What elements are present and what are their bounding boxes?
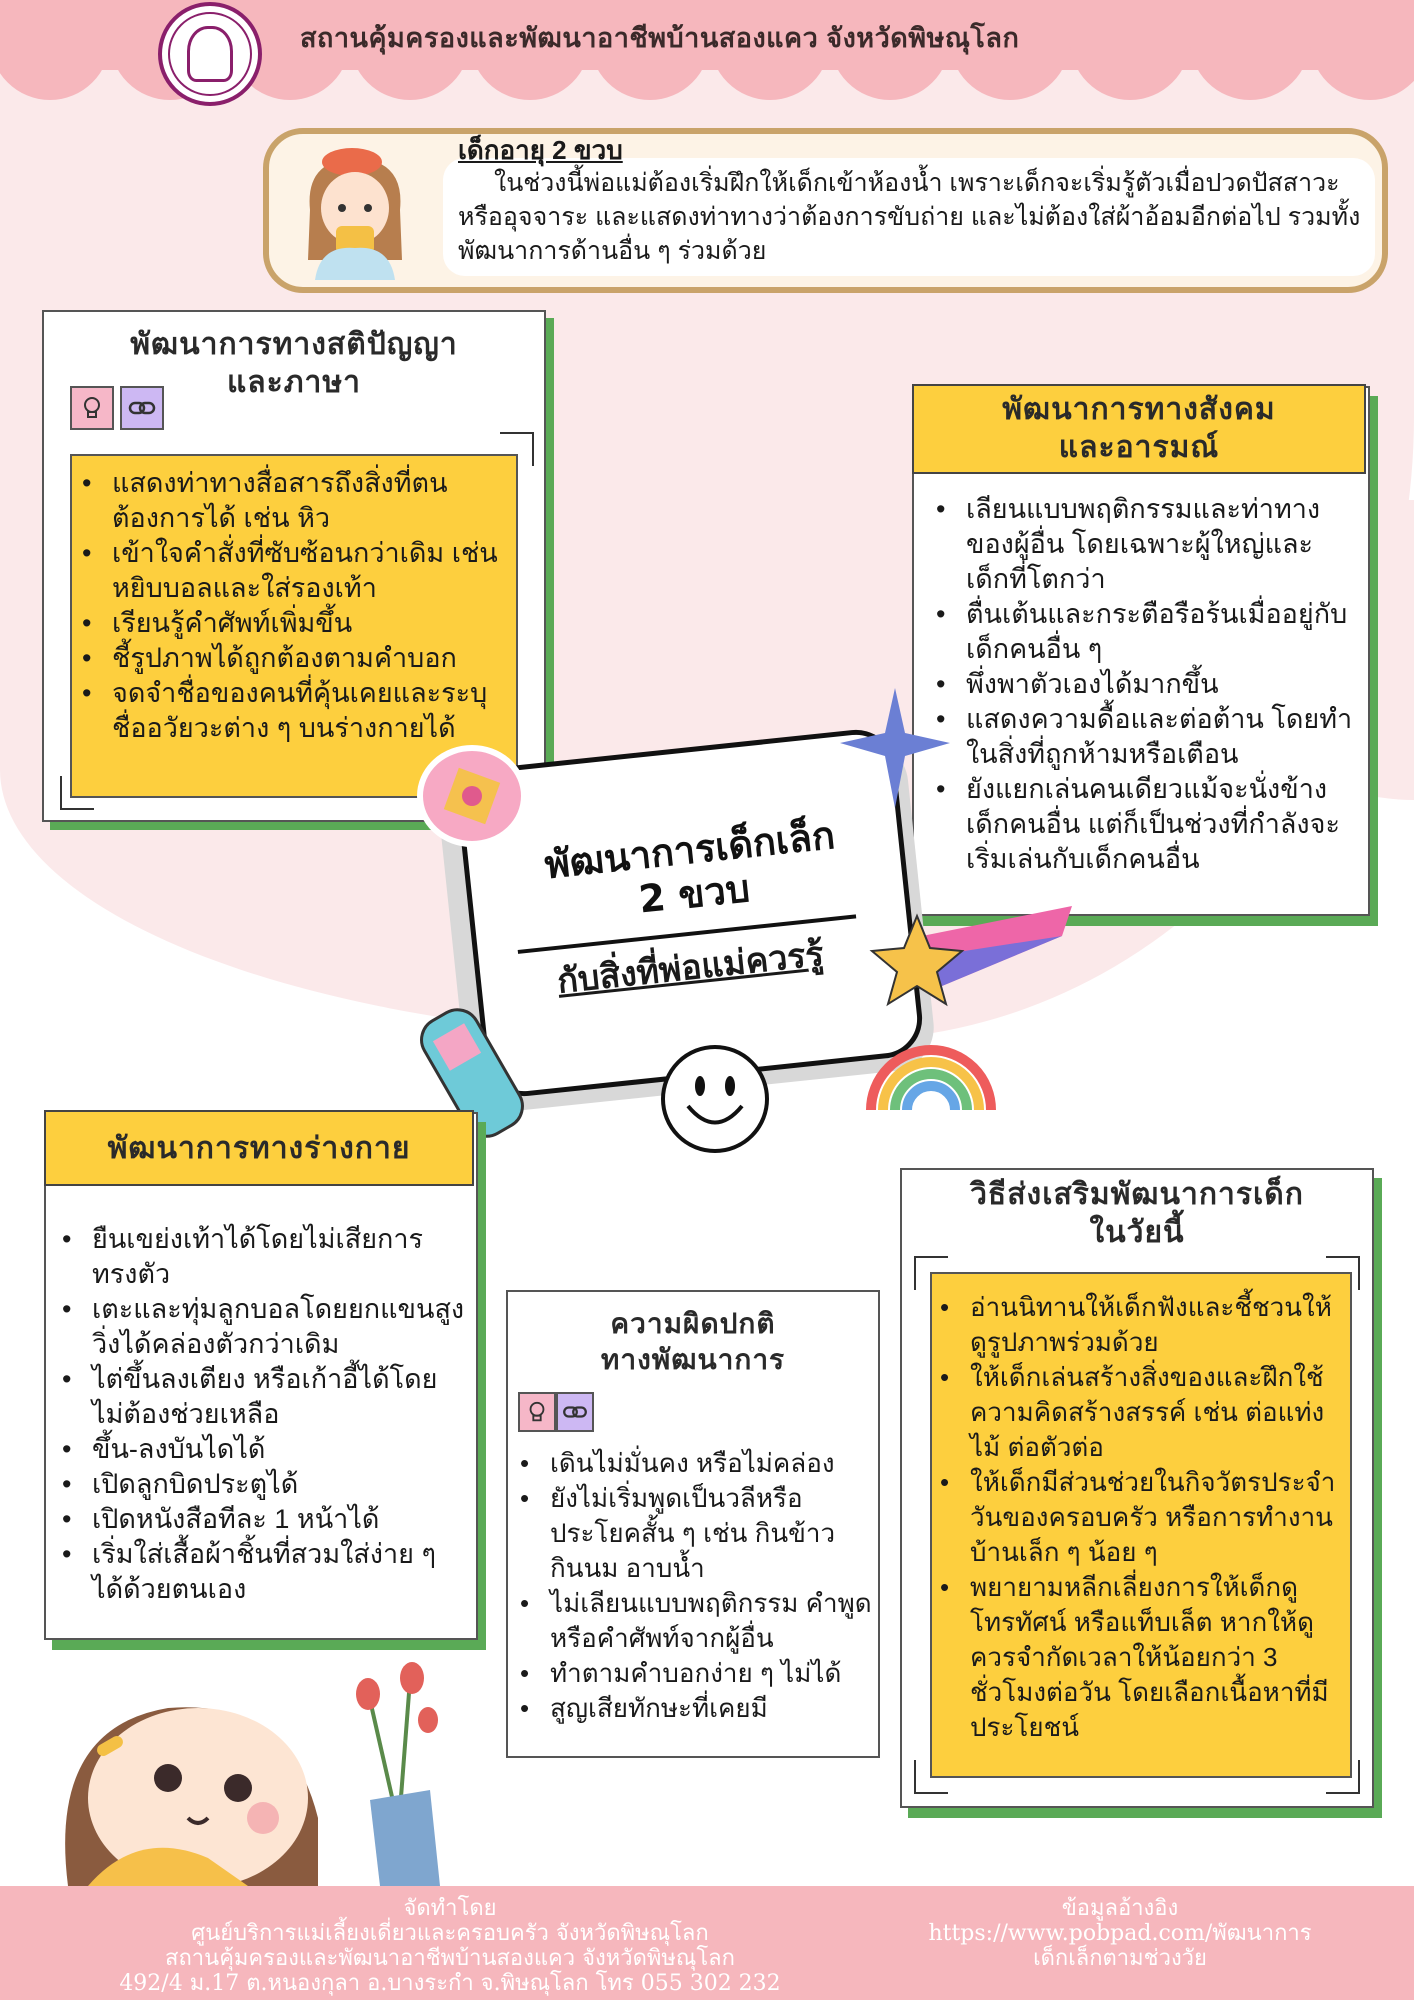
- footer-reference-url[interactable]: https://www.pobpad.com/พัฒนาการ: [928, 1921, 1312, 1946]
- list-item: ให้เด็กเล่นสร้างสิ่งของและฝึกใช้ความคิดส…: [934, 1360, 1344, 1465]
- tamagotchi-sticker-icon: [412, 738, 542, 848]
- footer-credits-org2: สถานคุ้มครองและพัฒนาอาชีพบ้านสองแคว จังห…: [165, 1946, 735, 1971]
- abnormal-card-title: ความผิดปกติ ทางพัฒนาการ: [516, 1306, 870, 1378]
- social-list: เลียนแบบพฤติกรรมและท่าทางของผู้อื่น โดยเ…: [930, 492, 1354, 877]
- intro-text: ในช่วงนี้พ่อแม่ต้องเริ่มฝึกให้เด็กเข้าห้…: [458, 169, 1361, 265]
- list-item: เปิดลูกบิดประตูได้: [56, 1467, 466, 1502]
- social-card-title: พัฒนาการทางสังคม และอารมณ์: [1002, 391, 1275, 467]
- list-item: ยังไม่เริ่มพูดเป็นวลีหรือประโยคสั้น ๆ เช…: [514, 1481, 874, 1586]
- corner-mark: [1326, 1256, 1360, 1290]
- social-card-header: พัฒนาการทางสังคม และอารมณ์: [912, 384, 1366, 474]
- cognitive-card-title: พัฒนาการทางสติปัญญา และภาษา: [60, 326, 528, 402]
- corner-mark: [60, 776, 94, 810]
- header-scallops: [0, 40, 1414, 100]
- organization-seal-logo: [158, 2, 262, 106]
- footer-reference-label: ข้อมูลอ้างอิง: [1061, 1896, 1179, 1921]
- lightbulb-icon: [518, 1392, 556, 1432]
- corner-mark: [914, 1760, 948, 1794]
- list-item: จดจำชื่อของคนที่คุ้นเคยและระบุชื่ออวัยวะ…: [76, 676, 506, 746]
- link-icon: [556, 1392, 594, 1432]
- list-item: ยืนเขย่งเท้าได้โดยไม่เสียการทรงตัว: [56, 1222, 466, 1292]
- list-item: พึ่งพาตัวเองได้มากขึ้น: [930, 667, 1354, 702]
- link-icon: [120, 386, 164, 430]
- footer-credits-address: 492/4 ม.17 ต.หนองกุลา อ.บางระกำ จ.พิษณุโ…: [119, 1971, 781, 1996]
- list-item: เรียนรู้คำศัพท์เพิ่มขึ้น: [76, 606, 506, 641]
- list-item: พยายามหลีกเลี่ยงการให้เด็กดูโทรทัศน์ หรื…: [934, 1570, 1344, 1745]
- footer-reference-url-cont[interactable]: เด็กเล็กตามช่วงวัย: [1033, 1946, 1207, 1971]
- list-item: ตื่นเต้นและกระตือรือร้นเมื่ออยู่กับเด็กค…: [930, 597, 1354, 667]
- list-item: อ่านนิทานให้เด็กฟังและชี้ชวนให้ดูรูปภาพร…: [934, 1290, 1344, 1360]
- list-item: ยังแยกเล่นคนเดียวแม้จะนั่งข้างเด็กคนอื่น…: [930, 772, 1354, 877]
- list-item: เลียนแบบพฤติกรรมและท่าทางของผู้อื่น โดยเ…: [930, 492, 1354, 597]
- promote-title-line2: ในวัยนี้: [1089, 1215, 1185, 1250]
- rainbow-icon: [866, 1040, 996, 1112]
- lightbulb-icon: [70, 386, 114, 430]
- list-item: เข้าใจคำสั่งที่ซับซ้อนกว่าเดิม เช่น หยิบ…: [76, 536, 506, 606]
- footer-reference: ข้อมูลอ้างอิง https://www.pobpad.com/พัฒ…: [880, 1896, 1360, 1971]
- social-title-line2: และอารมณ์: [1058, 430, 1220, 465]
- flower-vase-illustration-icon: [340, 1660, 450, 1886]
- list-item: สูญเสียทักษะที่เคยมี: [514, 1691, 874, 1726]
- physical-card-title: พัฒนาการทางร่างกาย: [107, 1130, 411, 1166]
- list-item: เดินไม่มั่นคง หรือไม่คล่อง: [514, 1446, 874, 1481]
- corner-mark: [1326, 1760, 1360, 1794]
- cognitive-list: แสดงท่าทางสื่อสารถึงสิ่งที่ตนต้องการได้ …: [76, 466, 506, 746]
- list-item: ทำตามคำบอกง่าย ๆ ไม่ได้: [514, 1656, 874, 1691]
- cognitive-title-line1: พัฒนาการทางสติปัญญา: [130, 327, 458, 362]
- list-item: เตะและทุ่มลูกบอลโดยยกแขนสูง วิ่งได้คล่อง…: [56, 1292, 466, 1362]
- shooting-star-icon: [862, 896, 1082, 1036]
- abnormal-title-line1: ความผิดปกติ: [610, 1307, 776, 1340]
- header-title: สถานคุ้มครองและพัฒนาอาชีพบ้านสองแคว จังห…: [300, 23, 1020, 53]
- abnormal-list: เดินไม่มั่นคง หรือไม่คล่อง ยังไม่เริ่มพู…: [514, 1446, 874, 1726]
- footer-credits-org1: ศูนย์บริการแม่เลี้ยงเดี่ยวและครอบครัว จั…: [191, 1921, 709, 1946]
- list-item: ไต่ขึ้นลงเตียง หรือเก้าอี้ได้โดยไม่ต้องช…: [56, 1362, 466, 1432]
- corner-mark: [914, 1256, 948, 1290]
- phone-sticker-icon: [402, 998, 552, 1148]
- list-item: ให้เด็กมีส่วนช่วยในกิจวัตรประจำวันของครอ…: [934, 1465, 1344, 1570]
- physical-list: ยืนเขย่งเท้าได้โดยไม่เสียการทรงตัว เตะแล…: [56, 1222, 466, 1607]
- seal-inner-ring: [168, 12, 252, 96]
- list-item: แสดงความดื้อและต่อต้าน โดยทำในสิ่งที่ถูก…: [930, 702, 1354, 772]
- list-item: เปิดหนังสือทีละ 1 หน้าได้: [56, 1502, 466, 1537]
- promote-card-title: วิธีส่งเสริมพัฒนาการเด็ก ในวัยนี้: [910, 1176, 1364, 1252]
- corner-mark: [500, 432, 534, 466]
- social-title-line1: พัฒนาการทางสังคม: [1002, 392, 1276, 427]
- footer-credits-label: จัดทำโดย: [403, 1896, 497, 1921]
- cognitive-title-line2: และภาษา: [226, 365, 362, 400]
- footer-credits: จัดทำโดย ศูนย์บริการแม่เลี้ยงเดี่ยวและคร…: [60, 1896, 840, 1996]
- list-item: ไม่เลียนแบบพฤติกรรม คำพูด หรือคำศัพท์จาก…: [514, 1586, 874, 1656]
- smiley-face-icon: [660, 1044, 770, 1154]
- footer-bar: [0, 1886, 1414, 2000]
- star-burst-icon: [840, 688, 950, 808]
- list-item: ขึ้น-ลงบันไดได้: [56, 1432, 466, 1467]
- intro-card-inner: [443, 158, 1375, 276]
- physical-card-header: พัฒนาการทางร่างกาย: [44, 1110, 474, 1186]
- promote-list: อ่านนิทานให้เด็กฟังและชี้ชวนให้ดูรูปภาพร…: [934, 1290, 1344, 1745]
- girl-illustration-icon: [290, 140, 420, 280]
- list-item: ชี้รูปภาพได้ถูกต้องตามคำบอก: [76, 641, 506, 676]
- girl-face-illustration-icon: [48, 1668, 328, 1888]
- seal-emblem: [187, 26, 233, 82]
- promote-title-line1: วิธีส่งเสริมพัฒนาการเด็ก: [970, 1177, 1304, 1212]
- abnormal-title-line2: ทางพัฒนาการ: [600, 1343, 786, 1376]
- list-item: แสดงท่าทางสื่อสารถึงสิ่งที่ตนต้องการได้ …: [76, 466, 506, 536]
- intro-title: เด็กอายุ 2 ขวบ: [458, 135, 623, 165]
- list-item: เริ่มใส่เสื้อผ้าชิ้นที่สวมใส่ง่าย ๆ ได้ด…: [56, 1537, 466, 1607]
